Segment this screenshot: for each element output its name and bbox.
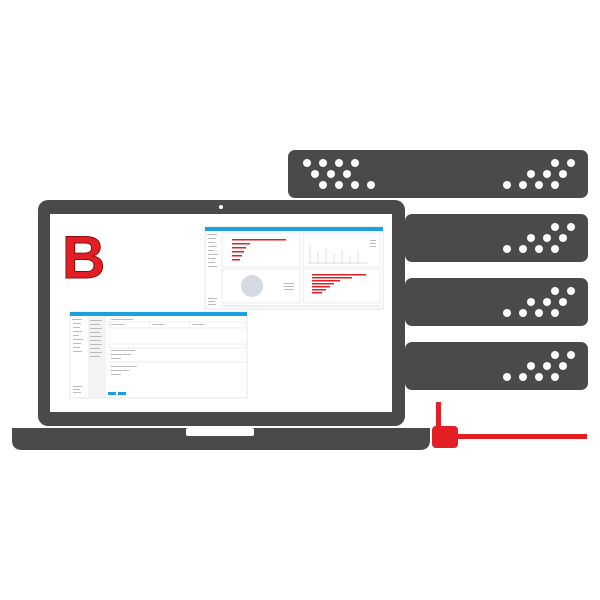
settings-subnav-items [90, 320, 102, 357]
panel-line-chart [308, 245, 368, 264]
settings-sidebar [72, 319, 83, 393]
cable-vertical [436, 402, 441, 448]
network-cable-icon [432, 402, 587, 448]
brand-logo: B [62, 224, 106, 292]
laptop-base [12, 428, 430, 450]
webcam-icon [219, 205, 223, 209]
vent-holes-right [503, 287, 575, 317]
panel-legend [370, 240, 376, 247]
server-unit-3 [405, 278, 588, 326]
dashboard-screenshot [204, 226, 384, 310]
settings-content-lines [111, 319, 204, 375]
dashboard-sidebar [207, 234, 218, 305]
panel-pie-chart [241, 275, 263, 297]
cable-connector [432, 426, 458, 448]
server-unit-2 [405, 214, 588, 262]
panel-bars-2 [312, 274, 366, 294]
settings-buttons [108, 392, 126, 395]
panel-bars-1 [232, 239, 286, 261]
dashboard-footer [222, 305, 380, 307]
laptop-trackpad-notch [186, 428, 254, 436]
vent-holes-right [503, 223, 575, 253]
panel-pie-legend [284, 283, 294, 290]
logo-letter: B [62, 224, 105, 291]
dashboard-window [204, 226, 384, 310]
server-rack-icon [288, 150, 588, 390]
vent-holes-right [503, 351, 575, 381]
server-unit-4 [405, 342, 588, 390]
cable-horizontal [456, 434, 587, 439]
vent-holes-left [303, 159, 375, 189]
settings-screenshot [69, 311, 248, 399]
save-button [108, 392, 116, 395]
server-unit-1 [288, 150, 588, 198]
cancel-button [118, 392, 126, 395]
server-unit-body [288, 150, 588, 198]
vent-holes-right [503, 159, 575, 189]
dashboard-topbar [205, 227, 383, 231]
dashboard-panels [221, 232, 381, 304]
settings-table [108, 321, 246, 363]
settings-topbar [70, 312, 247, 316]
